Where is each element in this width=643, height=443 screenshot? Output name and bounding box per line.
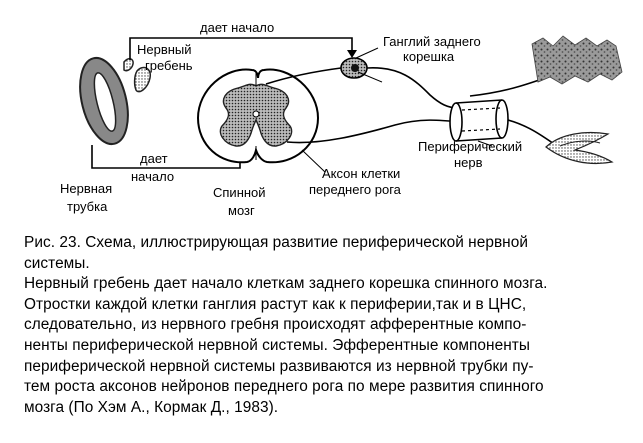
caption-line: мозга (По Хэм А., Кормак Д., 1983). xyxy=(24,398,279,416)
caption-line: Отростки каждой клетки ганглия растут ка… xyxy=(24,295,527,313)
label-neural-crest: Нервный гребень xyxy=(137,42,195,73)
caption-line: тем роста аксонов нейронов переднего рог… xyxy=(24,378,544,396)
label-gives-rise-top: дает начало xyxy=(200,20,274,35)
label-spinal-cord: Спинной мозг xyxy=(213,185,269,218)
caption-line: системы. xyxy=(24,254,90,272)
figure-caption: Рис. 23. Схема, иллюстрирующая развитие … xyxy=(24,233,640,418)
label-peripheral-nerve: Периферический нерв xyxy=(418,139,526,170)
caption-line: ненты периферической нервной системы. Эф… xyxy=(24,336,530,354)
caption-line: Рис. 23. Схема, иллюстрирующая развитие … xyxy=(24,234,528,251)
peripheral-nerve-cylinder xyxy=(449,99,509,142)
muscle-tissue xyxy=(545,131,614,165)
caption-line: следовательно, из нервного гребня происх… xyxy=(24,316,527,334)
spinal-cord-section xyxy=(196,68,320,164)
label-dorsal-root-ganglion: Ганглий заднего корешка xyxy=(383,34,484,64)
arrow-crest-to-ganglion xyxy=(129,37,357,60)
label-pointers xyxy=(301,47,493,173)
skin-tissue xyxy=(531,35,623,85)
development-diagram: дает начало Нервный гребень Ганглий задн… xyxy=(60,20,623,218)
neural-crest-shape xyxy=(123,58,152,93)
neural-tube-shape xyxy=(79,56,129,146)
label-gives-rise-bottom: дает начало xyxy=(131,151,174,184)
dorsal-root-ganglion xyxy=(340,57,368,79)
caption-line: Нервный гребень дает начало клеткам задн… xyxy=(24,275,548,293)
label-neural-tube: Нервная трубка xyxy=(60,181,116,214)
caption-line: периферической нервной системы развивают… xyxy=(24,357,534,375)
label-ventral-horn-axon: Аксон клетки переднего рога xyxy=(309,166,404,197)
